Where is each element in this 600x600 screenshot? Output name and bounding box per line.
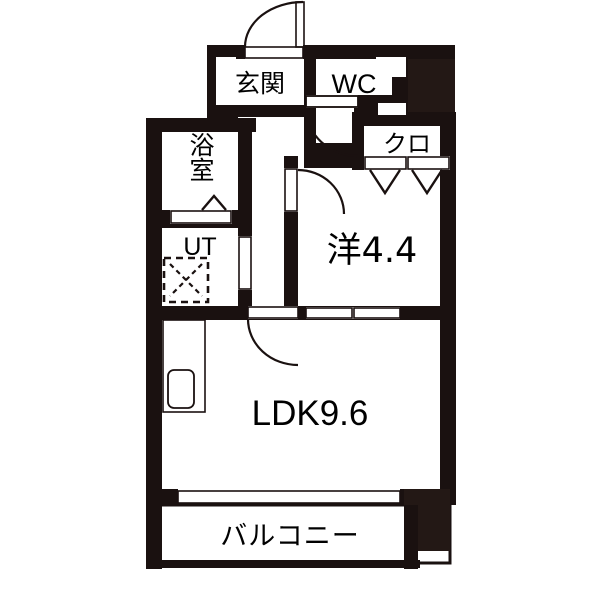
bath-door-opening bbox=[170, 210, 232, 224]
closet-door-panel-left bbox=[364, 156, 407, 170]
bathroom-floor bbox=[162, 128, 240, 212]
entrance-door-opening bbox=[245, 45, 303, 59]
closet-label: クロ bbox=[383, 130, 431, 158]
bath-door-symbol bbox=[201, 194, 227, 211]
kitchen-counter-outline bbox=[162, 319, 206, 413]
balcony-area bbox=[146, 489, 452, 569]
western-room-door-opening bbox=[284, 168, 298, 212]
toilet-door-opening bbox=[306, 95, 358, 108]
kitchen-counter bbox=[162, 319, 206, 413]
closet-folding-doors bbox=[368, 169, 444, 196]
door-swings bbox=[243, 0, 359, 367]
balcony-label: バルコニー bbox=[220, 521, 359, 552]
entrance-door bbox=[243, 0, 305, 48]
ldk-floor bbox=[162, 318, 452, 496]
utility-label: UT bbox=[183, 233, 216, 261]
utility-floor bbox=[162, 228, 240, 308]
kitchen-sink bbox=[167, 369, 195, 409]
western-room-door bbox=[297, 168, 346, 215]
meter-box-block bbox=[408, 55, 455, 115]
utility-door-opening bbox=[238, 236, 252, 290]
washing-machine-space bbox=[162, 256, 210, 304]
room-labels: 玄関 WC クロ UT 洋4.4 LDK9.6 バルコニー bbox=[183, 69, 431, 552]
ldk-label: LDK9.6 bbox=[252, 394, 369, 433]
ldk-door bbox=[246, 318, 299, 367]
toilet-label: WC bbox=[332, 69, 377, 99]
western-room-label: 洋4.4 bbox=[327, 231, 418, 271]
closet-door-panel-right bbox=[407, 156, 450, 170]
ldk-door-opening bbox=[248, 306, 298, 319]
western-room-window-opening bbox=[306, 307, 400, 319]
toilet-door bbox=[304, 95, 359, 158]
closet-floor bbox=[362, 124, 452, 162]
ldk-balcony-sliding-opening bbox=[178, 489, 400, 505]
balcony-rail bbox=[150, 560, 420, 568]
entrance-label: 玄関 bbox=[235, 69, 285, 98]
